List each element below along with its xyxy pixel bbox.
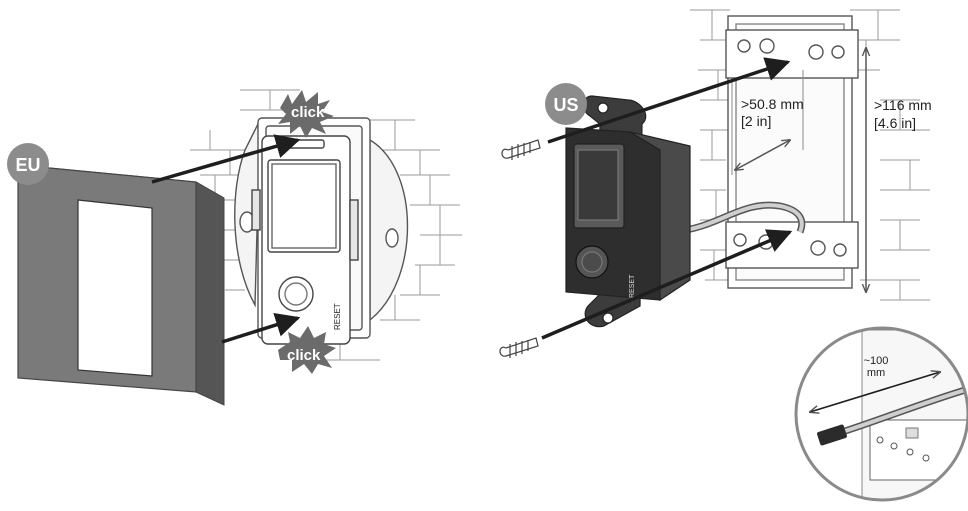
cable-length-unit: mm [867,367,885,379]
eu-insert-arrows [151,134,301,344]
us-dimension-height: >116 mm [4.6 in] [866,48,932,292]
us-brick-wall [690,9,930,301]
us-device [565,95,691,328]
us-cable [671,201,806,236]
cable-length-inset: ~100 mm [794,326,968,502]
eu-badge: EU [7,143,49,185]
height-label-mm: >116 mm [874,97,932,113]
us-mount-arrows [541,57,793,340]
width-label-mm: >50.8 mm [741,96,804,112]
width-label-in: [2 in] [741,113,771,129]
eu-reset-label: RESET [333,303,342,330]
eu-device [251,135,359,345]
click-text-bottom: click [287,347,321,364]
cable-length-value: ~100 [864,355,889,367]
us-screws [499,139,541,358]
click-text-top: click [291,104,325,121]
eu-click-badge-bottom: click [278,326,336,374]
eu-cover-frame [17,164,225,406]
us-badge: US [545,83,587,125]
us-electrical-box [725,15,859,289]
height-label-in: [4.6 in] [874,115,916,131]
eu-badge-text: EU [15,155,40,175]
us-reset-label: RESET [629,274,636,298]
eu-click-badge-top: click [278,90,334,138]
us-dimension-width: >50.8 mm [2 in] [731,70,804,175]
us-badge-text: US [553,95,578,115]
